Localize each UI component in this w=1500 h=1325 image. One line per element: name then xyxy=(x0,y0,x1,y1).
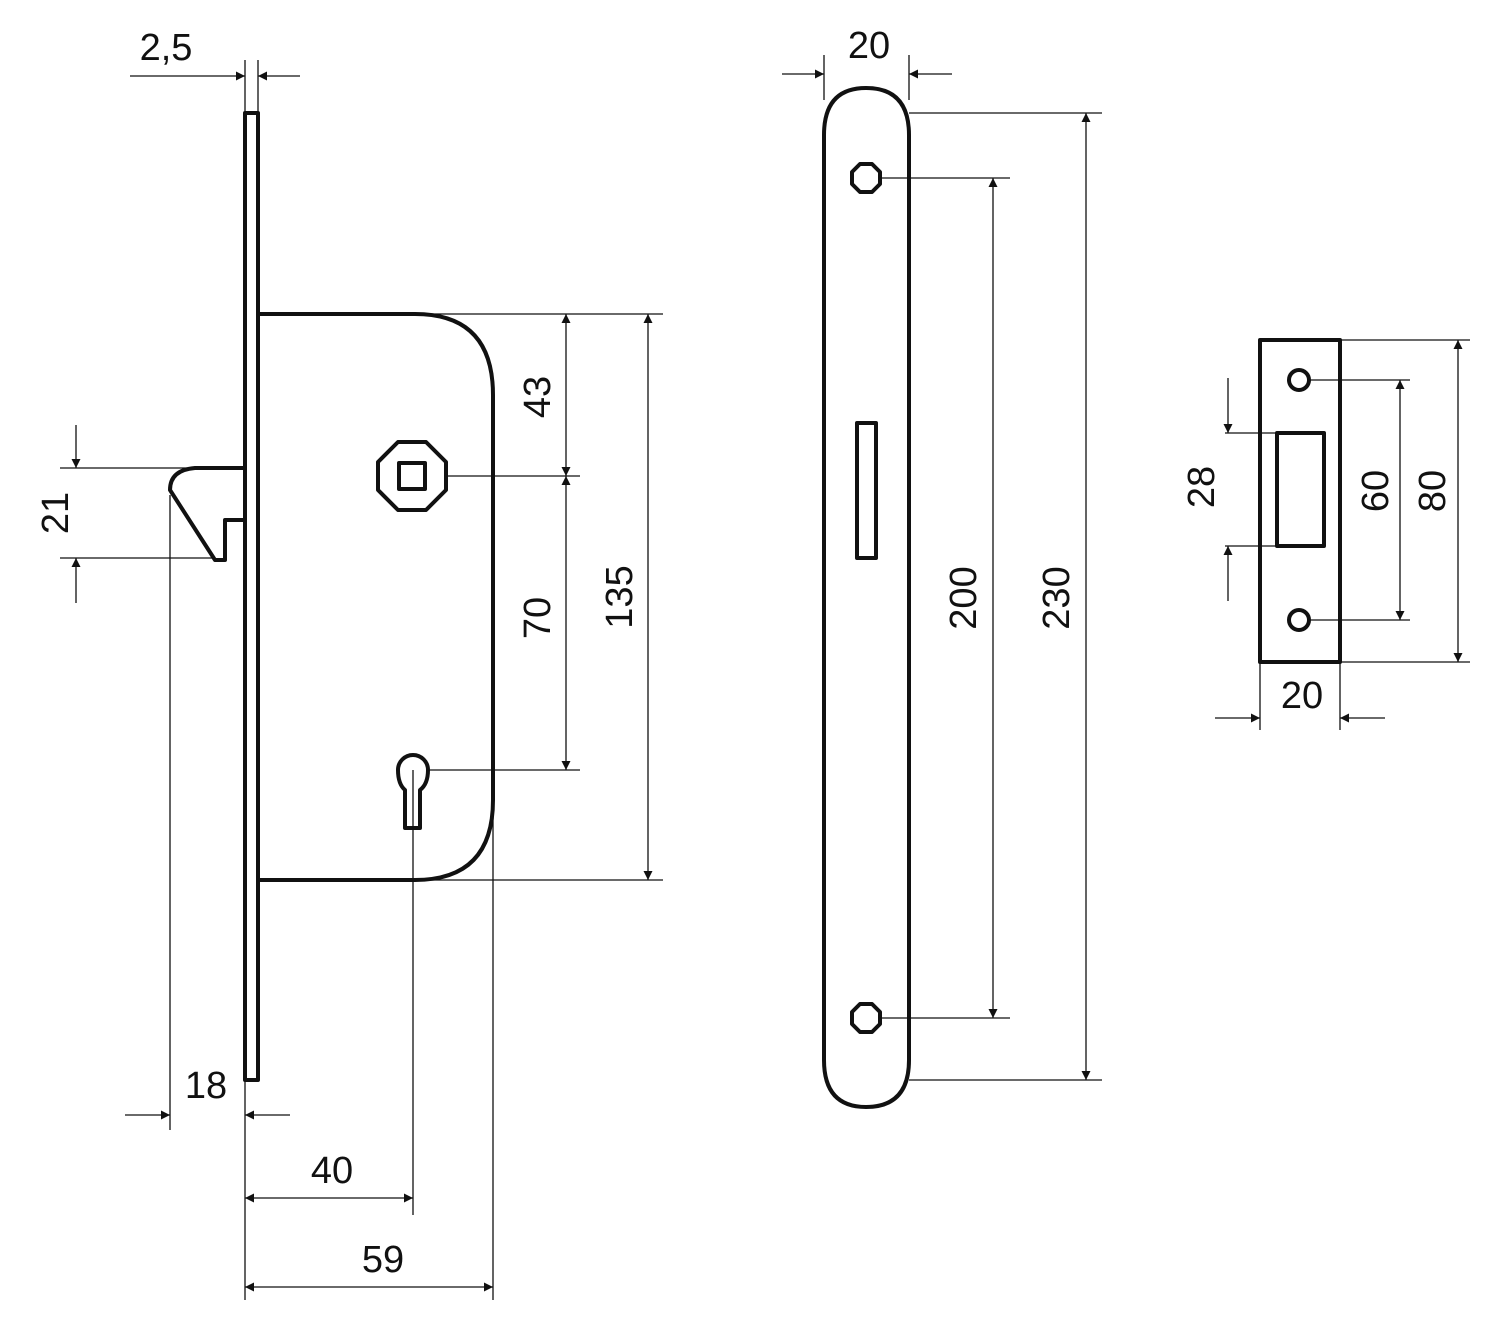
spindle-hub xyxy=(376,440,448,512)
dim-strike-screw-spacing: 60 xyxy=(1355,470,1397,512)
dim-faceplate-length: 230 xyxy=(1036,566,1078,629)
dim-faceplate-width: 20 xyxy=(848,25,890,67)
dim-latch-projection: 18 xyxy=(185,1065,227,1107)
faceplate-latch-slot xyxy=(855,421,878,560)
strike-plate-outline xyxy=(1258,338,1342,664)
dim-latch-height: 21 xyxy=(35,492,77,534)
latch-bolt xyxy=(168,466,245,562)
faceplate-screw-hole-bottom xyxy=(850,1002,882,1034)
strike-opening xyxy=(1275,431,1326,548)
dim-spindle-to-keyhole: 70 xyxy=(517,597,559,639)
keyhole xyxy=(396,753,430,830)
dim-faceplate-screw-spacing: 200 xyxy=(943,566,985,629)
lock-body-view: 2,5 21 18 40 59 43 70 135 xyxy=(35,27,663,1300)
lock-faceplate-edge xyxy=(243,111,260,1082)
strike-screw-hole-top xyxy=(1287,368,1311,392)
dim-faceplate-thickness: 2,5 xyxy=(140,27,193,69)
spindle-square-hole xyxy=(397,461,427,491)
dim-strike-opening-height: 28 xyxy=(1181,466,1223,508)
strike-screw-hole-bottom xyxy=(1287,608,1311,632)
faceplate-outline xyxy=(822,86,911,1109)
dim-strike-height: 80 xyxy=(1412,470,1454,512)
dim-backset-keyhole: 40 xyxy=(311,1150,353,1192)
strike-plate-view: 28 60 80 20 xyxy=(1181,338,1470,730)
dim-case-height: 135 xyxy=(599,565,641,628)
lock-case-outline xyxy=(258,312,495,882)
dim-strike-width: 20 xyxy=(1281,675,1323,717)
faceplate-screw-hole-top xyxy=(850,162,882,194)
faceplate-view: 20 200 230 xyxy=(782,25,1102,1109)
dim-spindle-to-top: 43 xyxy=(517,376,559,418)
dim-case-depth: 59 xyxy=(362,1239,404,1281)
